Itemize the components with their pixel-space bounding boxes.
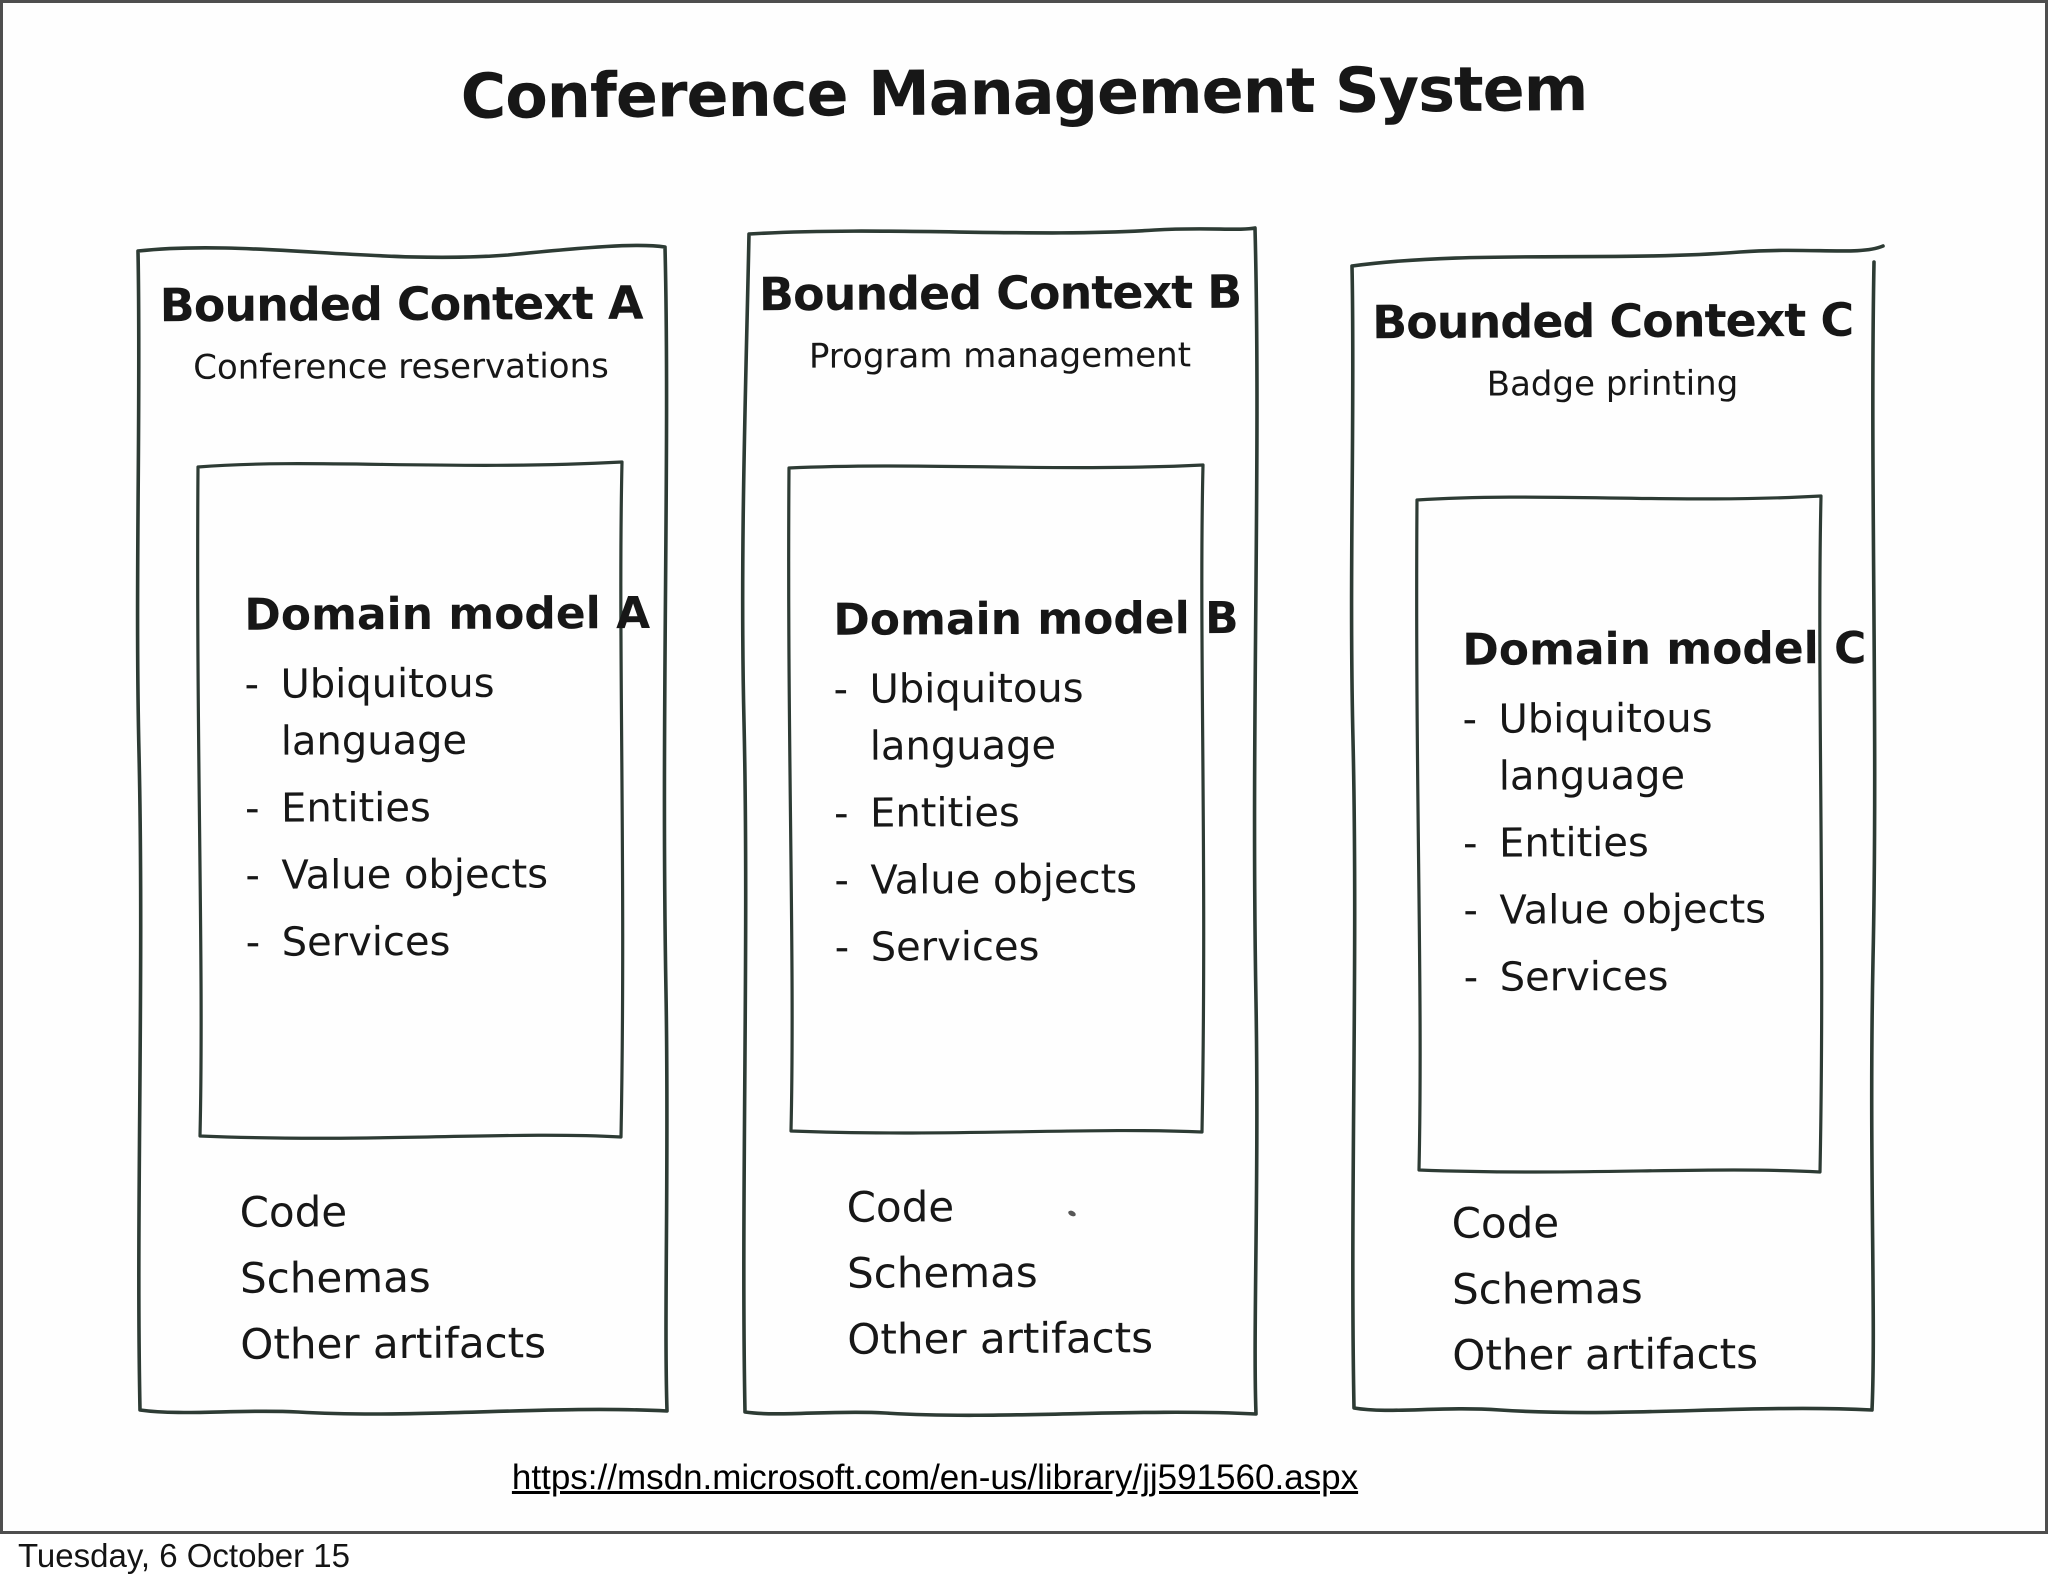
bounded-context-b-box: Bounded Context B Program management Dom… (735, 222, 1265, 1428)
list-item: Ubiquitous language (244, 655, 603, 771)
slide-title: Conference Management System (460, 52, 1588, 133)
artifact-item: Code (846, 1182, 955, 1232)
list-item: Services (246, 913, 605, 972)
list-item: Ubiquitous language (1462, 690, 1803, 805)
domain-model-list: Ubiquitous language Entities Value objec… (244, 655, 604, 972)
bounded-context-c-box: Bounded Context C Badge printing Domain … (1340, 240, 1885, 1428)
domain-model-box: Domain model B Ubiquitous language Entit… (779, 458, 1239, 1140)
artifact-item: Schemas (846, 1247, 1038, 1298)
artifact-item: Code (239, 1187, 348, 1237)
domain-model-title: Domain model A (244, 588, 651, 641)
domain-model-title: Domain model C (1462, 622, 1867, 676)
domain-model-box: Domain model A Ubiquitous language Entit… (190, 453, 651, 1145)
context-title: Bounded Context B (758, 264, 1242, 322)
sketch-border (779, 458, 1213, 1140)
artifact-item: Other artifacts (240, 1318, 547, 1369)
domain-model-list: Ubiquitous language Entities Value objec… (1462, 690, 1804, 1006)
domain-model-list: Ubiquitous language Entities Value objec… (833, 660, 1187, 977)
context-subtitle: Badge printing (1486, 363, 1739, 405)
sketch-border (128, 233, 674, 1425)
list-item: Entities (245, 779, 604, 838)
list-item: Services (835, 918, 1188, 977)
artifact-item: Other artifacts (847, 1313, 1154, 1364)
context-subtitle: Conference reservations (193, 346, 609, 388)
context-title: Bounded Context C (1372, 292, 1854, 350)
domain-model-title: Domain model B (833, 593, 1239, 646)
sketch-border (735, 222, 1265, 1428)
list-item: Value objects (1463, 881, 1804, 939)
artifacts-list: Code Schemas Other artifacts (239, 1178, 547, 1378)
footer-date: Tuesday, 6 October 15 (18, 1537, 351, 1574)
domain-model-box: Domain model C Ubiquitous language Entit… (1408, 488, 1867, 1180)
list-item: Services (1464, 948, 1805, 1006)
list-item: Value objects (245, 846, 604, 905)
sketch-border (1408, 488, 1830, 1180)
list-item: Value objects (834, 851, 1187, 910)
artifact-item: Schemas (1451, 1263, 1643, 1314)
artifacts-list: Code Schemas Other artifacts (1451, 1189, 1759, 1389)
artifact-item: Schemas (239, 1252, 431, 1303)
msdn-link[interactable]: https://msdn.microsoft.com/en-us/library… (511, 1458, 1359, 1497)
link-row: https://msdn.microsoft.com/en-us/library… (0, 1458, 1870, 1498)
list-item: Entities (1463, 814, 1804, 872)
list-item: Ubiquitous language (833, 660, 1186, 776)
artifacts-list: Code Schemas Other artifacts (846, 1173, 1154, 1373)
artifact-item: Other artifacts (1452, 1329, 1759, 1380)
artifact-item: Code (1451, 1198, 1560, 1248)
sketch-border (190, 453, 630, 1145)
context-title: Bounded Context A (159, 275, 643, 333)
context-subtitle: Program management (808, 335, 1192, 377)
bounded-context-a-box: Bounded Context A Conference reservation… (128, 233, 674, 1425)
list-item: Entities (834, 784, 1187, 843)
sketch-border (1340, 240, 1885, 1428)
